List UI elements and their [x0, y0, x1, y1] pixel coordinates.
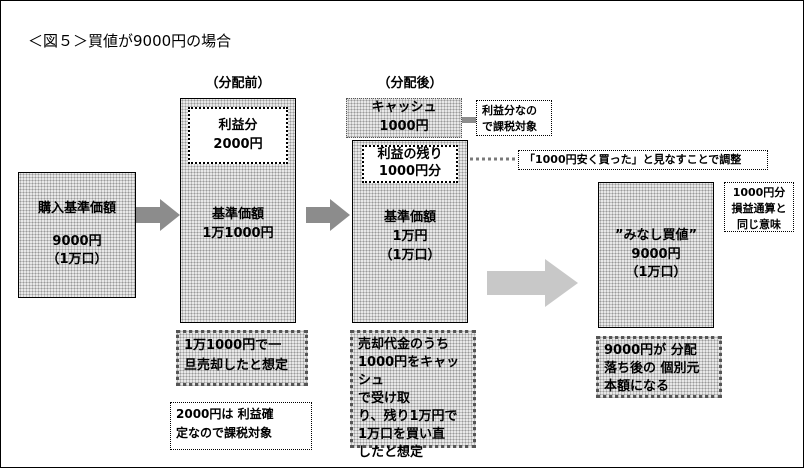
remaining-profit-amount: 1000円分: [378, 164, 442, 179]
before-profit-box: 利益分 2000円: [188, 107, 288, 164]
purchase-price-box: 購入基準価額 9000円 （1万口）: [18, 172, 136, 298]
arrow-before-to-after: [306, 199, 350, 231]
cash-tax-note: 利益分なの で課税対象: [476, 100, 552, 136]
remaining-profit-label: 利益の残り: [377, 147, 443, 163]
same-meaning-note: 1000円分 損益通算と 同じ意味: [724, 182, 794, 232]
deemed-price: 9000円: [631, 246, 681, 262]
cash-label: キャッシュ: [371, 100, 437, 116]
adjustment-note: 「1000円安く買った」と見なすことで調整: [518, 150, 768, 170]
deemed-price-box: ”みなし買値” 9000円 （1万口）: [598, 182, 714, 328]
purchase-units: （1万口）: [46, 252, 108, 268]
before-base-amount: 1万1000円: [202, 225, 274, 241]
cash-box: キャッシュ 1000円: [346, 98, 462, 138]
after-note-line5: 1万口を買い直: [358, 426, 446, 442]
header-before: （分配前）: [205, 76, 271, 91]
after-base-units: （1万口）: [379, 247, 441, 263]
after-note-line6: したと想定: [358, 444, 424, 460]
before-profit-label: 利益分: [218, 117, 258, 133]
before-sale-note-line2: 旦売却したと想定: [184, 358, 289, 374]
arrow-after-to-deemed: [487, 259, 578, 307]
remaining-profit-box: 利益の残り 1000円分: [362, 145, 458, 183]
deemed-units: （1万口）: [625, 265, 687, 281]
after-note-line4: り、残り1万円で: [358, 408, 458, 424]
deemed-basis-line2: 落ち後の 個別元: [604, 361, 700, 377]
cash-amount: 1000円: [379, 119, 429, 134]
same-meaning-line3: 同じ意味: [737, 217, 781, 231]
figure-title: ＜図５＞買値が9000円の場合: [28, 32, 232, 50]
same-meaning-line1: 1000円分: [732, 186, 786, 199]
after-note-line2: 1000円をキャッシュ: [358, 354, 460, 388]
before-tax-note-line1: 2000円は 利益確: [176, 407, 274, 421]
cash-tax-note-line1: 利益分なの: [482, 104, 537, 117]
cash-tax-note-line2: で課税対象: [482, 119, 537, 133]
before-profit-amount: 2000円: [213, 136, 263, 152]
after-base-label: 基準価額: [383, 210, 436, 225]
after-base-price-box: 利益の残り 1000円分 基準価額 1万円 （1万口）: [352, 140, 468, 323]
after-repurchase-note: 売却代金のうち 1000円をキャッシュ で受け取 り、残り1万円で 1万口を買い…: [350, 330, 476, 460]
header-after: （分配後）: [377, 76, 443, 91]
deemed-label: ”みなし買値”: [614, 227, 698, 243]
purchase-price: 9000円: [52, 233, 102, 249]
before-sale-note-line1: 1万1000円で一: [184, 338, 282, 353]
deemed-basis-note: 9000円が 分配 落ち後の 個別元 本額になる: [596, 336, 722, 398]
deemed-basis-line1: 9000円が 分配: [604, 343, 697, 358]
purchase-label: 購入基準価額: [37, 200, 116, 216]
before-base-label: 基準価額: [211, 207, 264, 222]
after-note-line3: で受け取: [358, 390, 411, 406]
before-tax-note-line2: 定なので課税対象: [176, 426, 273, 441]
after-base-amount: 1万円: [392, 228, 428, 244]
before-sale-note: 1万1000円で一 旦売却したと想定: [176, 330, 308, 386]
before-tax-note: 2000円は 利益確 定なので課税対象: [170, 402, 312, 450]
after-note-line1: 売却代金のうち: [358, 337, 450, 352]
arrow-purchase-to-before: [136, 199, 180, 231]
deemed-basis-line3: 本額になる: [604, 379, 670, 395]
before-base-price-box: 利益分 2000円 基準価額 1万1000円: [180, 98, 296, 323]
same-meaning-line2: 損益通算と: [731, 201, 787, 215]
